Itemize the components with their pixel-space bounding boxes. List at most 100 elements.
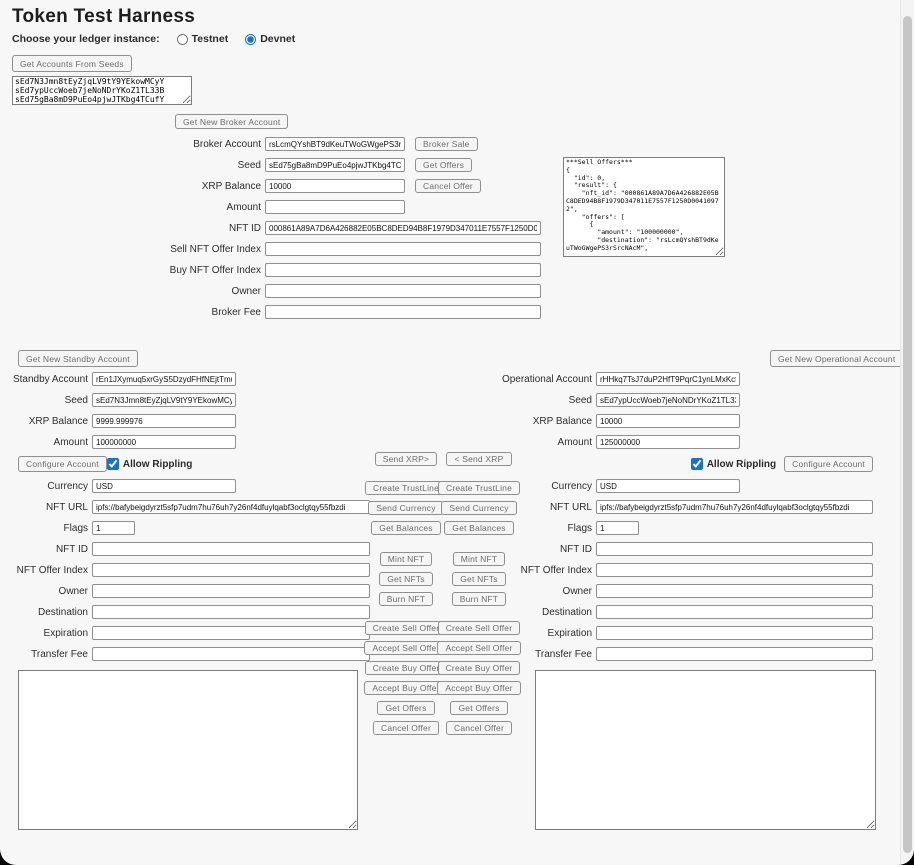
broker-sale-button[interactable]: Broker Sale xyxy=(415,137,478,151)
standby-seed-input[interactable] xyxy=(92,393,236,407)
operational-configure-account-button[interactable]: Configure Account xyxy=(784,456,873,472)
get-accounts-from-seeds-button[interactable]: Get Accounts From Seeds xyxy=(12,55,132,72)
operational-send-currency-button[interactable]: Send Currency xyxy=(441,501,517,515)
get-new-operational-account-button[interactable]: Get New Operational Account xyxy=(770,350,904,367)
standby-flags-input[interactable] xyxy=(92,521,135,535)
broker-xrp-balance-input[interactable] xyxy=(265,179,405,193)
broker-fee-input[interactable] xyxy=(265,305,541,319)
operational-account-input[interactable] xyxy=(596,372,740,386)
operational-burn-nft-button[interactable]: Burn NFT xyxy=(451,592,507,606)
operational-destination-input[interactable] xyxy=(596,605,873,619)
operational-seed-input[interactable] xyxy=(596,393,740,407)
standby-nft-url-input[interactable] xyxy=(92,500,370,514)
standby-allow-rippling-checkbox[interactable] xyxy=(106,458,119,470)
broker-nft-id-input[interactable] xyxy=(265,221,541,235)
standby-currency-row: Currency xyxy=(18,479,370,493)
operational-account-label: Operational Account xyxy=(501,373,592,385)
standby-currency-input[interactable] xyxy=(92,479,236,493)
standby-nft-id-input[interactable] xyxy=(92,542,370,556)
broker-buy-nft-offer-index-input[interactable] xyxy=(265,263,541,277)
operational-destination-row: Destination xyxy=(420,605,876,619)
broker-get-offers-button[interactable]: Get Offers xyxy=(415,158,473,172)
standby-transfer-fee-label: Transfer Fee xyxy=(31,648,88,660)
broker-nft-id-row: NFT ID xyxy=(2,221,543,235)
ledger-instance-label: Choose your ledger instance: xyxy=(12,33,160,45)
standby-xrp-balance-input[interactable] xyxy=(92,414,236,428)
operational-allow-rippling-checkbox[interactable] xyxy=(690,458,703,470)
standby-account-row: Standby Account xyxy=(13,372,370,386)
standby-burn-nft-button[interactable]: Burn NFT xyxy=(378,592,434,606)
standby-cancel-offer-button[interactable]: Cancel Offer xyxy=(373,721,439,735)
operational-get-nfts-button[interactable]: Get NFTs xyxy=(452,572,506,586)
standby-create-sell-offer-button[interactable]: Create Sell Offer xyxy=(364,621,448,635)
broker-owner-input[interactable] xyxy=(265,284,541,298)
standby-nft-offer-index-input[interactable] xyxy=(92,563,370,577)
broker-results-textarea[interactable]: ***Sell Offers*** { "id": 0, "result": {… xyxy=(563,157,725,257)
get-new-broker-account-button[interactable]: Get New Broker Account xyxy=(175,114,289,129)
operational-create-buy-offer-button[interactable]: Create Buy Offer xyxy=(437,661,521,675)
operational-currency-input[interactable] xyxy=(596,479,740,493)
standby-destination-input[interactable] xyxy=(92,605,370,619)
standby-results-textarea[interactable] xyxy=(18,670,358,830)
seeds-textarea[interactable]: sEd7N3Jmn8tEyZjqLV9tY9YEkowMCyY sEd7ypUc… xyxy=(12,76,192,105)
operational-flags-input[interactable] xyxy=(596,521,639,535)
standby-nft-id-row: NFT ID xyxy=(18,542,370,556)
operational-xrp-balance-input[interactable] xyxy=(596,414,740,428)
standby-amount-input[interactable] xyxy=(92,435,236,449)
standby-mint-nft-button[interactable]: Mint NFT xyxy=(379,552,433,566)
broker-sell-nft-offer-index-row: Sell NFT Offer Index xyxy=(2,242,543,256)
operational-get-balances-button[interactable]: Get Balances xyxy=(444,521,514,535)
broker-sell-nft-offer-index-input[interactable] xyxy=(265,242,541,256)
standby-get-balances-button[interactable]: Get Balances xyxy=(371,521,441,535)
operational-configure-row: Allow Rippling Configure Account xyxy=(420,456,873,472)
broker-amount-input[interactable] xyxy=(265,200,405,214)
operational-create-trustline-button[interactable]: Create TrustLine xyxy=(437,481,521,495)
standby-xrp-balance-row: XRP Balance xyxy=(18,414,370,428)
operational-expiration-input[interactable] xyxy=(596,626,873,640)
standby-allow-rippling-label: Allow Rippling xyxy=(122,458,193,470)
standby-destination-label: Destination xyxy=(37,606,88,618)
broker-cancel-offer-button[interactable]: Cancel Offer xyxy=(415,179,481,193)
standby-transfer-fee-input[interactable] xyxy=(92,647,370,661)
operational-nft-offer-index-row: NFT Offer Index xyxy=(420,563,876,577)
standby-expiration-input[interactable] xyxy=(92,626,370,640)
operational-nft-offer-index-input[interactable] xyxy=(596,563,873,577)
page-scrollbar-thumb[interactable] xyxy=(903,16,912,853)
broker-xrp-balance-label: XRP Balance xyxy=(201,180,261,192)
broker-fee-row: Broker Fee xyxy=(2,305,543,319)
standby-owner-input[interactable] xyxy=(92,584,370,598)
broker-account-label: Broker Account xyxy=(193,138,261,150)
operational-get-offers-button[interactable]: Get Offers xyxy=(450,701,508,715)
standby-nft-id-label: NFT ID xyxy=(55,543,88,555)
operational-amount-input[interactable] xyxy=(596,435,740,449)
operational-create-sell-offer-button[interactable]: Create Sell Offer xyxy=(437,621,521,635)
operational-nft-id-input[interactable] xyxy=(596,542,873,556)
broker-seed-row: Seed Get Offers xyxy=(2,158,543,172)
standby-account-input[interactable] xyxy=(92,372,236,386)
broker-seed-input[interactable] xyxy=(265,158,405,172)
operational-cancel-offer-button[interactable]: Cancel Offer xyxy=(446,721,512,735)
operational-mint-nft-button[interactable]: Mint NFT xyxy=(452,552,506,566)
operational-send-xrp-button[interactable]: < Send XRP xyxy=(446,452,512,466)
page-scrollbar[interactable] xyxy=(900,0,914,865)
get-new-standby-account-button[interactable]: Get New Standby Account xyxy=(18,350,138,367)
standby-account-label: Standby Account xyxy=(12,373,88,385)
operational-nft-url-input[interactable] xyxy=(596,500,873,514)
operational-transfer-fee-row: Transfer Fee xyxy=(420,647,876,661)
operational-accept-sell-offer-button[interactable]: Accept Sell Offer xyxy=(437,641,521,655)
operational-results-textarea[interactable] xyxy=(535,670,876,830)
standby-get-nfts-button[interactable]: Get NFTs xyxy=(379,572,433,586)
devnet-radio[interactable] xyxy=(245,33,257,45)
operational-accept-buy-offer-button[interactable]: Accept Buy Offer xyxy=(437,681,521,695)
operational-owner-input[interactable] xyxy=(596,584,873,598)
operational-expiration-row: Expiration xyxy=(420,626,876,640)
broker-account-input[interactable] xyxy=(265,137,405,151)
standby-configure-account-button[interactable]: Configure Account xyxy=(18,456,107,472)
broker-nft-id-label: NFT ID xyxy=(228,222,261,234)
standby-nft-url-label: NFT URL xyxy=(45,501,88,513)
standby-get-offers-button[interactable]: Get Offers xyxy=(377,701,435,715)
operational-nft-id-row: NFT ID xyxy=(420,542,876,556)
operational-transfer-fee-input[interactable] xyxy=(596,647,873,661)
standby-send-xrp-button[interactable]: Send XRP> xyxy=(374,452,438,466)
testnet-radio[interactable] xyxy=(176,33,188,45)
